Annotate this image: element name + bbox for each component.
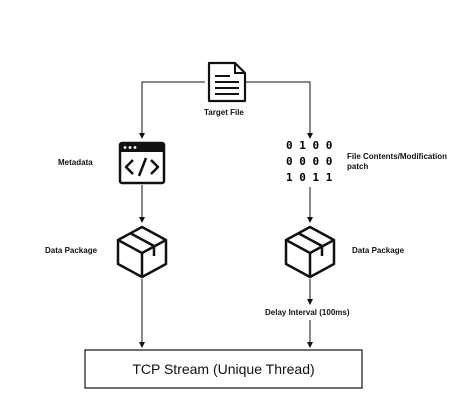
file-contents-label: File Contents/Modification patch [347, 152, 447, 171]
binary-row-3: 1 0 1 1 [286, 171, 333, 184]
binary-row-1: 0 1 0 0 [286, 139, 332, 152]
target-file-label: Target File [204, 108, 244, 117]
metadata-label: Metadata [58, 158, 93, 167]
connector-file-to-metadata [139, 81, 205, 139]
package-box-icon [116, 225, 168, 279]
data-package-left-label: Data Package [45, 246, 98, 255]
package-box-icon [284, 225, 336, 279]
connector-file-to-contents [245, 81, 313, 139]
document-icon [207, 61, 247, 103]
tcp-stream-box [84, 349, 363, 389]
binary-data-icon: 0 1 0 0 0 0 0 0 1 0 1 1 [286, 139, 333, 184]
data-package-right-label: Data Package [352, 246, 405, 255]
delay-interval-label: Delay Interval (100ms) [264, 308, 351, 318]
binary-row-2: 0 0 0 0 [286, 155, 332, 168]
code-window-icon [118, 141, 166, 185]
tcp-stream-label: TCP Stream (Unique Thread) [132, 361, 315, 377]
